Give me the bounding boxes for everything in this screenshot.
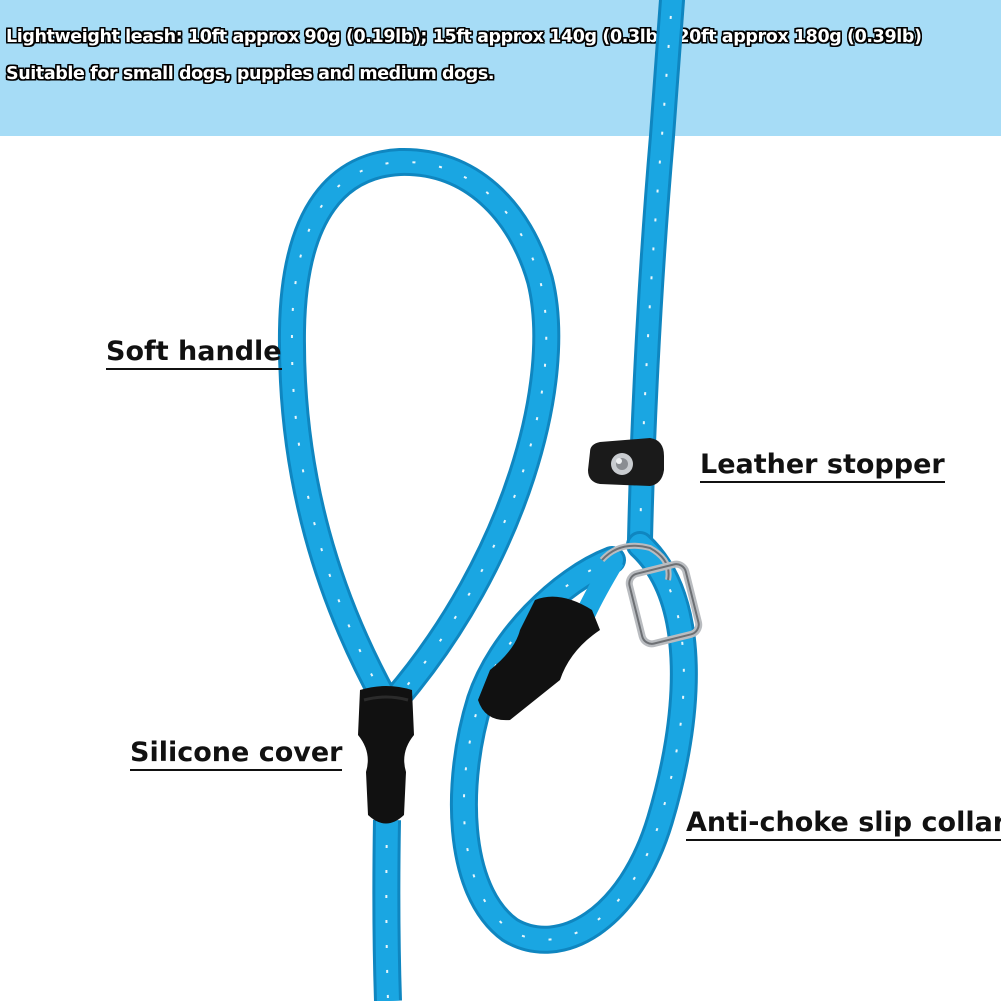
callout-slip-collar: Anti-choke slip collar [686,809,1001,841]
metal-slider-ring [599,542,703,648]
handle-silicone-cover [358,686,414,824]
banner-weight-text: Lightweight leash: 10ft approx 90g (0.19… [6,27,922,47]
spec-banner: Lightweight leash: 10ft approx 90g (0.19… [0,0,1001,136]
leash-lower-line [372,819,402,1001]
callout-leather-stopper: Leather stopper [700,451,945,483]
banner-suitability-text: Suitable for small dogs, puppies and med… [6,64,495,84]
leash-main-line [627,0,685,553]
callout-silicone-cover: Silicone cover [130,739,343,771]
callout-soft-handle: Soft handle [106,338,282,370]
soft-handle-loop [277,147,561,714]
leather-stopper [588,438,664,486]
collar-silicone-cover [478,596,600,721]
